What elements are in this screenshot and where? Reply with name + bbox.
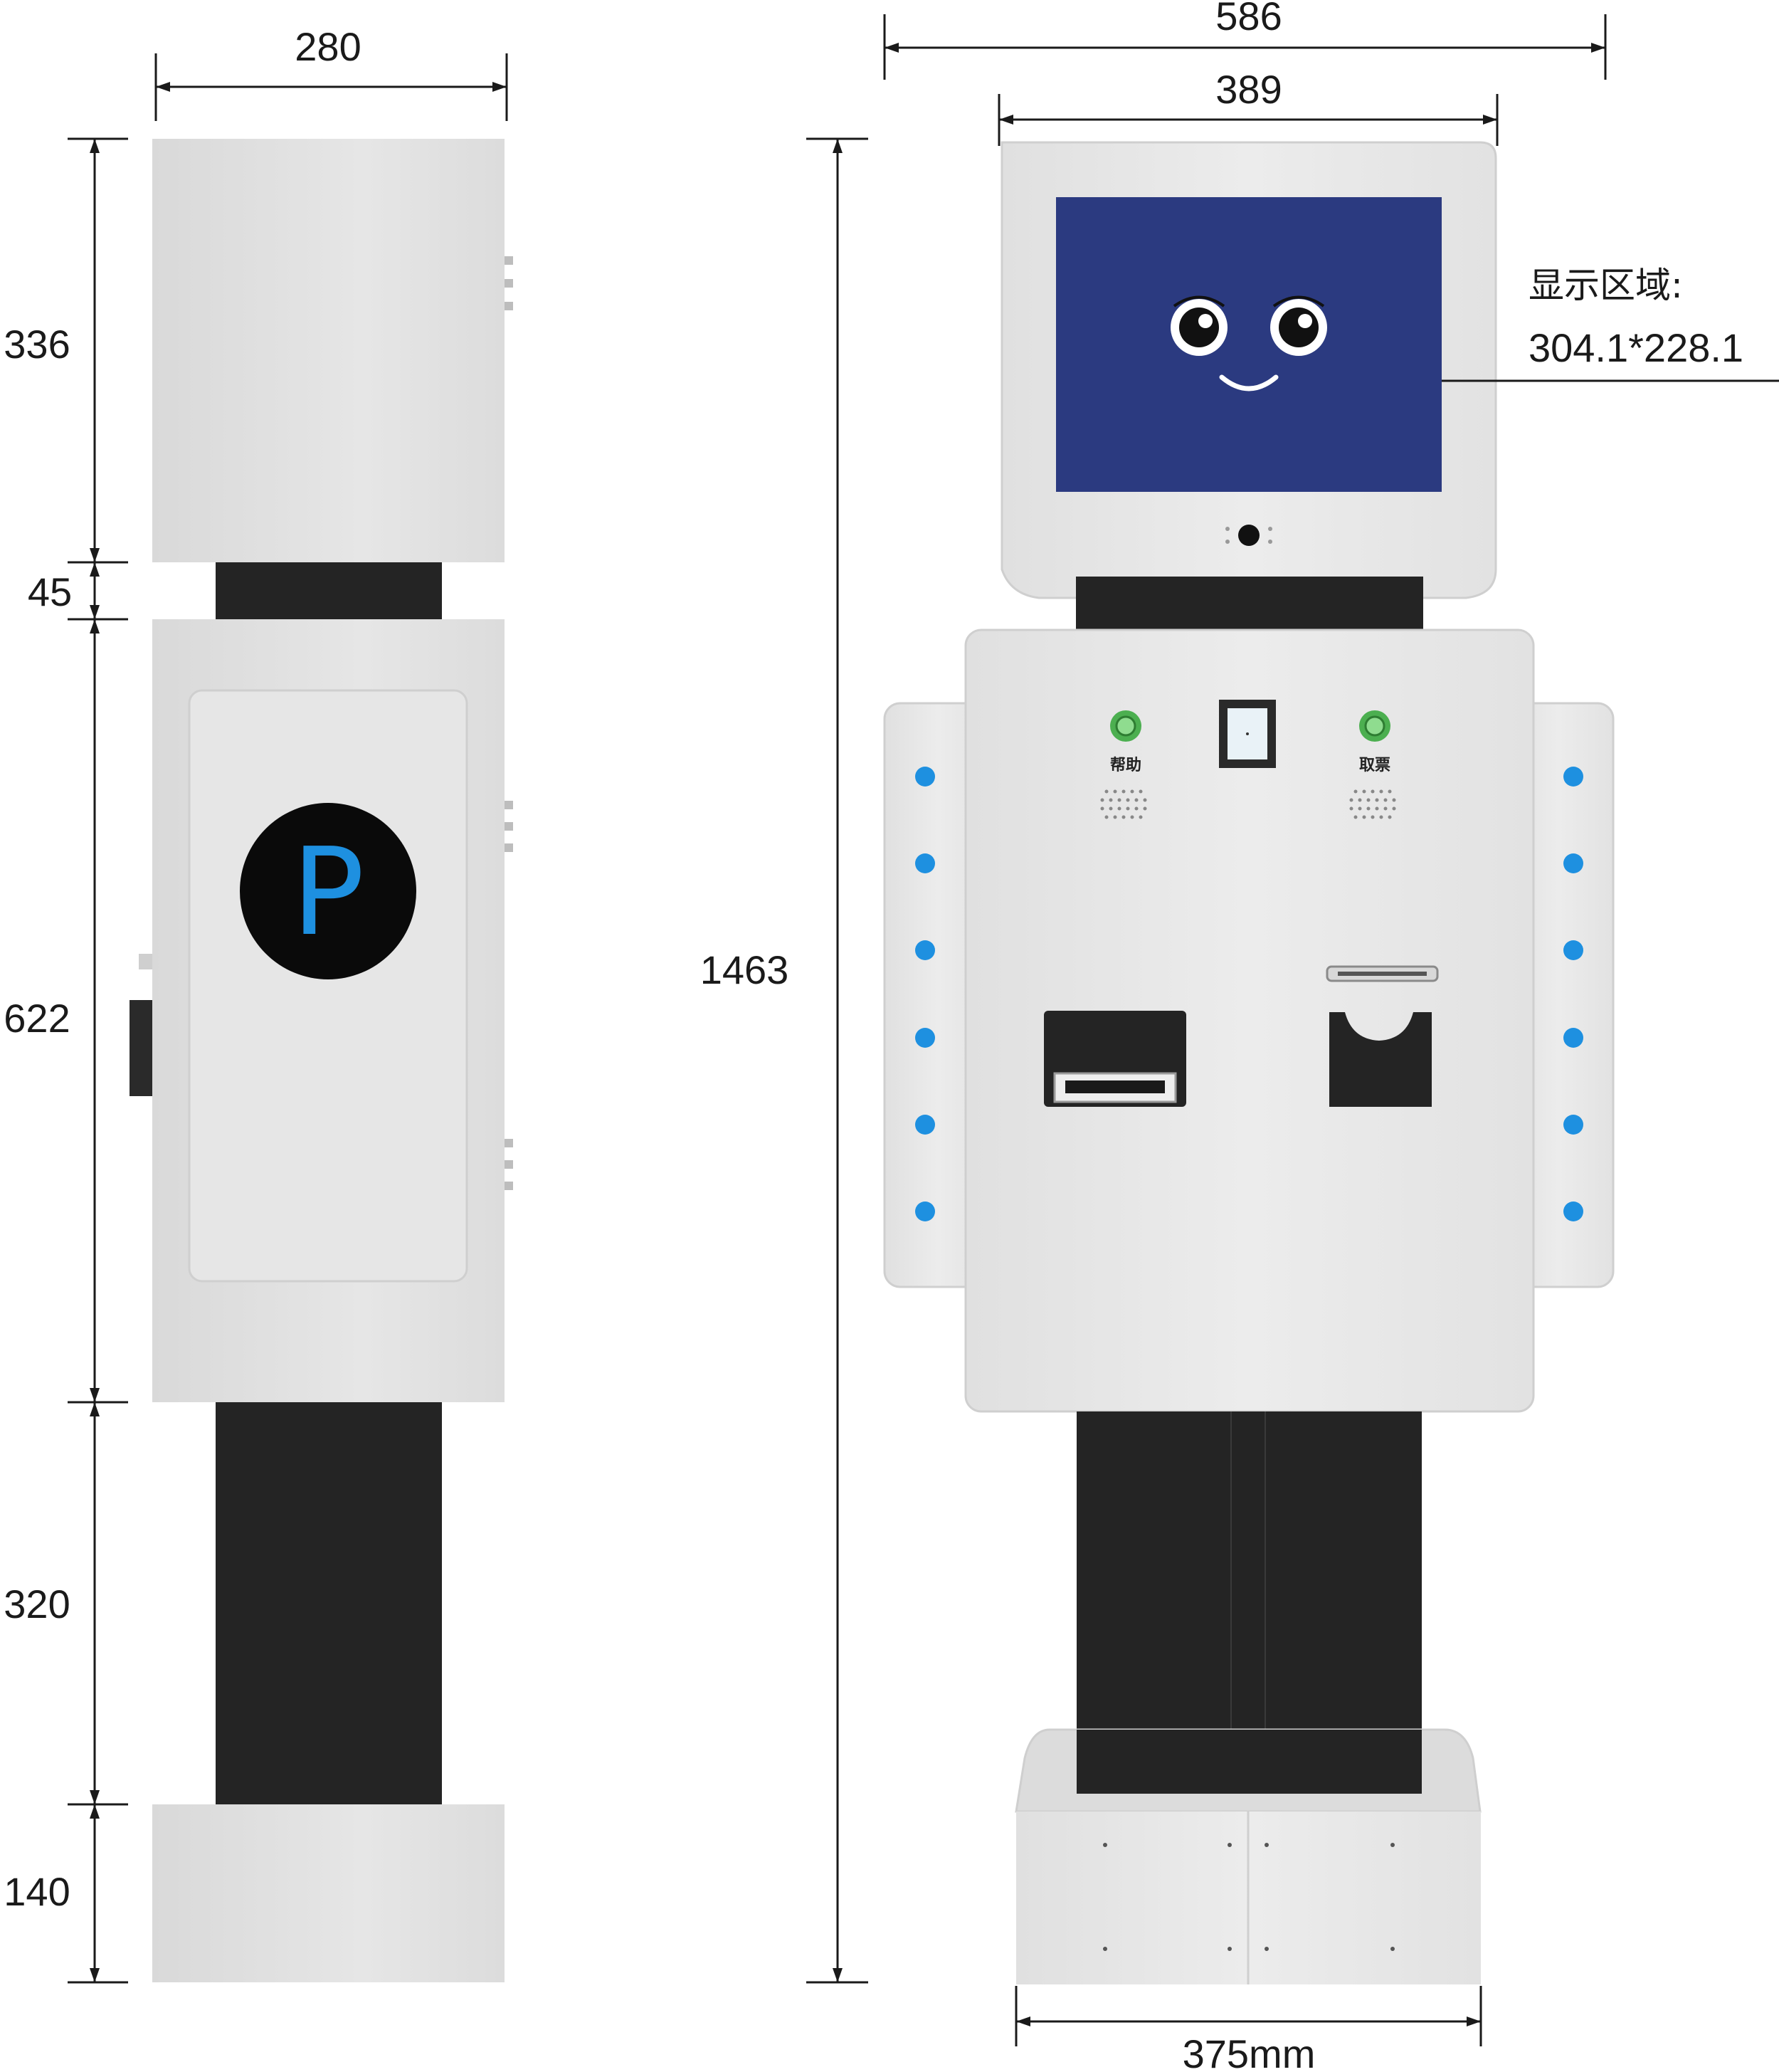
speaker-grille-left [1100, 789, 1147, 819]
side-body-handle [130, 1000, 152, 1096]
dim-base-width: 375mm [1183, 2031, 1316, 2072]
dim-head-height: 336 [4, 322, 70, 367]
parking-logo-letter: P [292, 822, 365, 963]
dim-total-height: 1463 [700, 947, 789, 992]
dim-base-height: 140 [4, 1869, 70, 1914]
side-logo-panel [188, 689, 468, 1283]
dim-pillar-height: 320 [4, 1582, 70, 1626]
speaker-grille-right [1349, 789, 1396, 819]
display-area-label: 显示区域: [1529, 265, 1683, 306]
card-holder [1329, 1012, 1432, 1107]
screen-display [1056, 197, 1442, 492]
dim-body-height: 622 [4, 996, 70, 1041]
front-neck [1076, 577, 1423, 630]
base-screws [1103, 1843, 1395, 1951]
side-base [152, 1804, 505, 1982]
dim-neck-height: 45 [28, 569, 72, 614]
camera-icon [1225, 525, 1272, 546]
side-view: P [130, 139, 513, 1982]
indicator-lights [915, 767, 1583, 1221]
ticket-button[interactable]: 取票 [1359, 710, 1390, 774]
help-button[interactable]: 帮助 [1110, 710, 1141, 774]
ticket-slot[interactable] [1044, 1011, 1186, 1107]
front-view: 帮助 取票 [883, 141, 1615, 1984]
help-button-label: 帮助 [1110, 756, 1141, 774]
display-area-size: 304.1*228.1 [1529, 325, 1743, 370]
side-neck [216, 562, 442, 619]
side-head [152, 139, 505, 562]
card-slot[interactable] [1326, 965, 1439, 982]
screen-face [1171, 295, 1327, 391]
side-head-vents [505, 256, 513, 310]
side-dimensions [68, 53, 508, 1984]
side-pillar [216, 1402, 442, 1804]
dim-front-total-width: 586 [1215, 0, 1282, 38]
parking-logo [240, 803, 416, 979]
ticket-button-label: 取票 [1359, 757, 1390, 774]
dim-side-width: 280 [295, 24, 361, 69]
dim-screen-housing-width: 389 [1215, 67, 1282, 112]
qr-scanner [1219, 700, 1276, 768]
side-body-vents [505, 801, 513, 1190]
front-pillar-lower [1077, 1730, 1422, 1794]
front-dimensions [806, 14, 1779, 2046]
